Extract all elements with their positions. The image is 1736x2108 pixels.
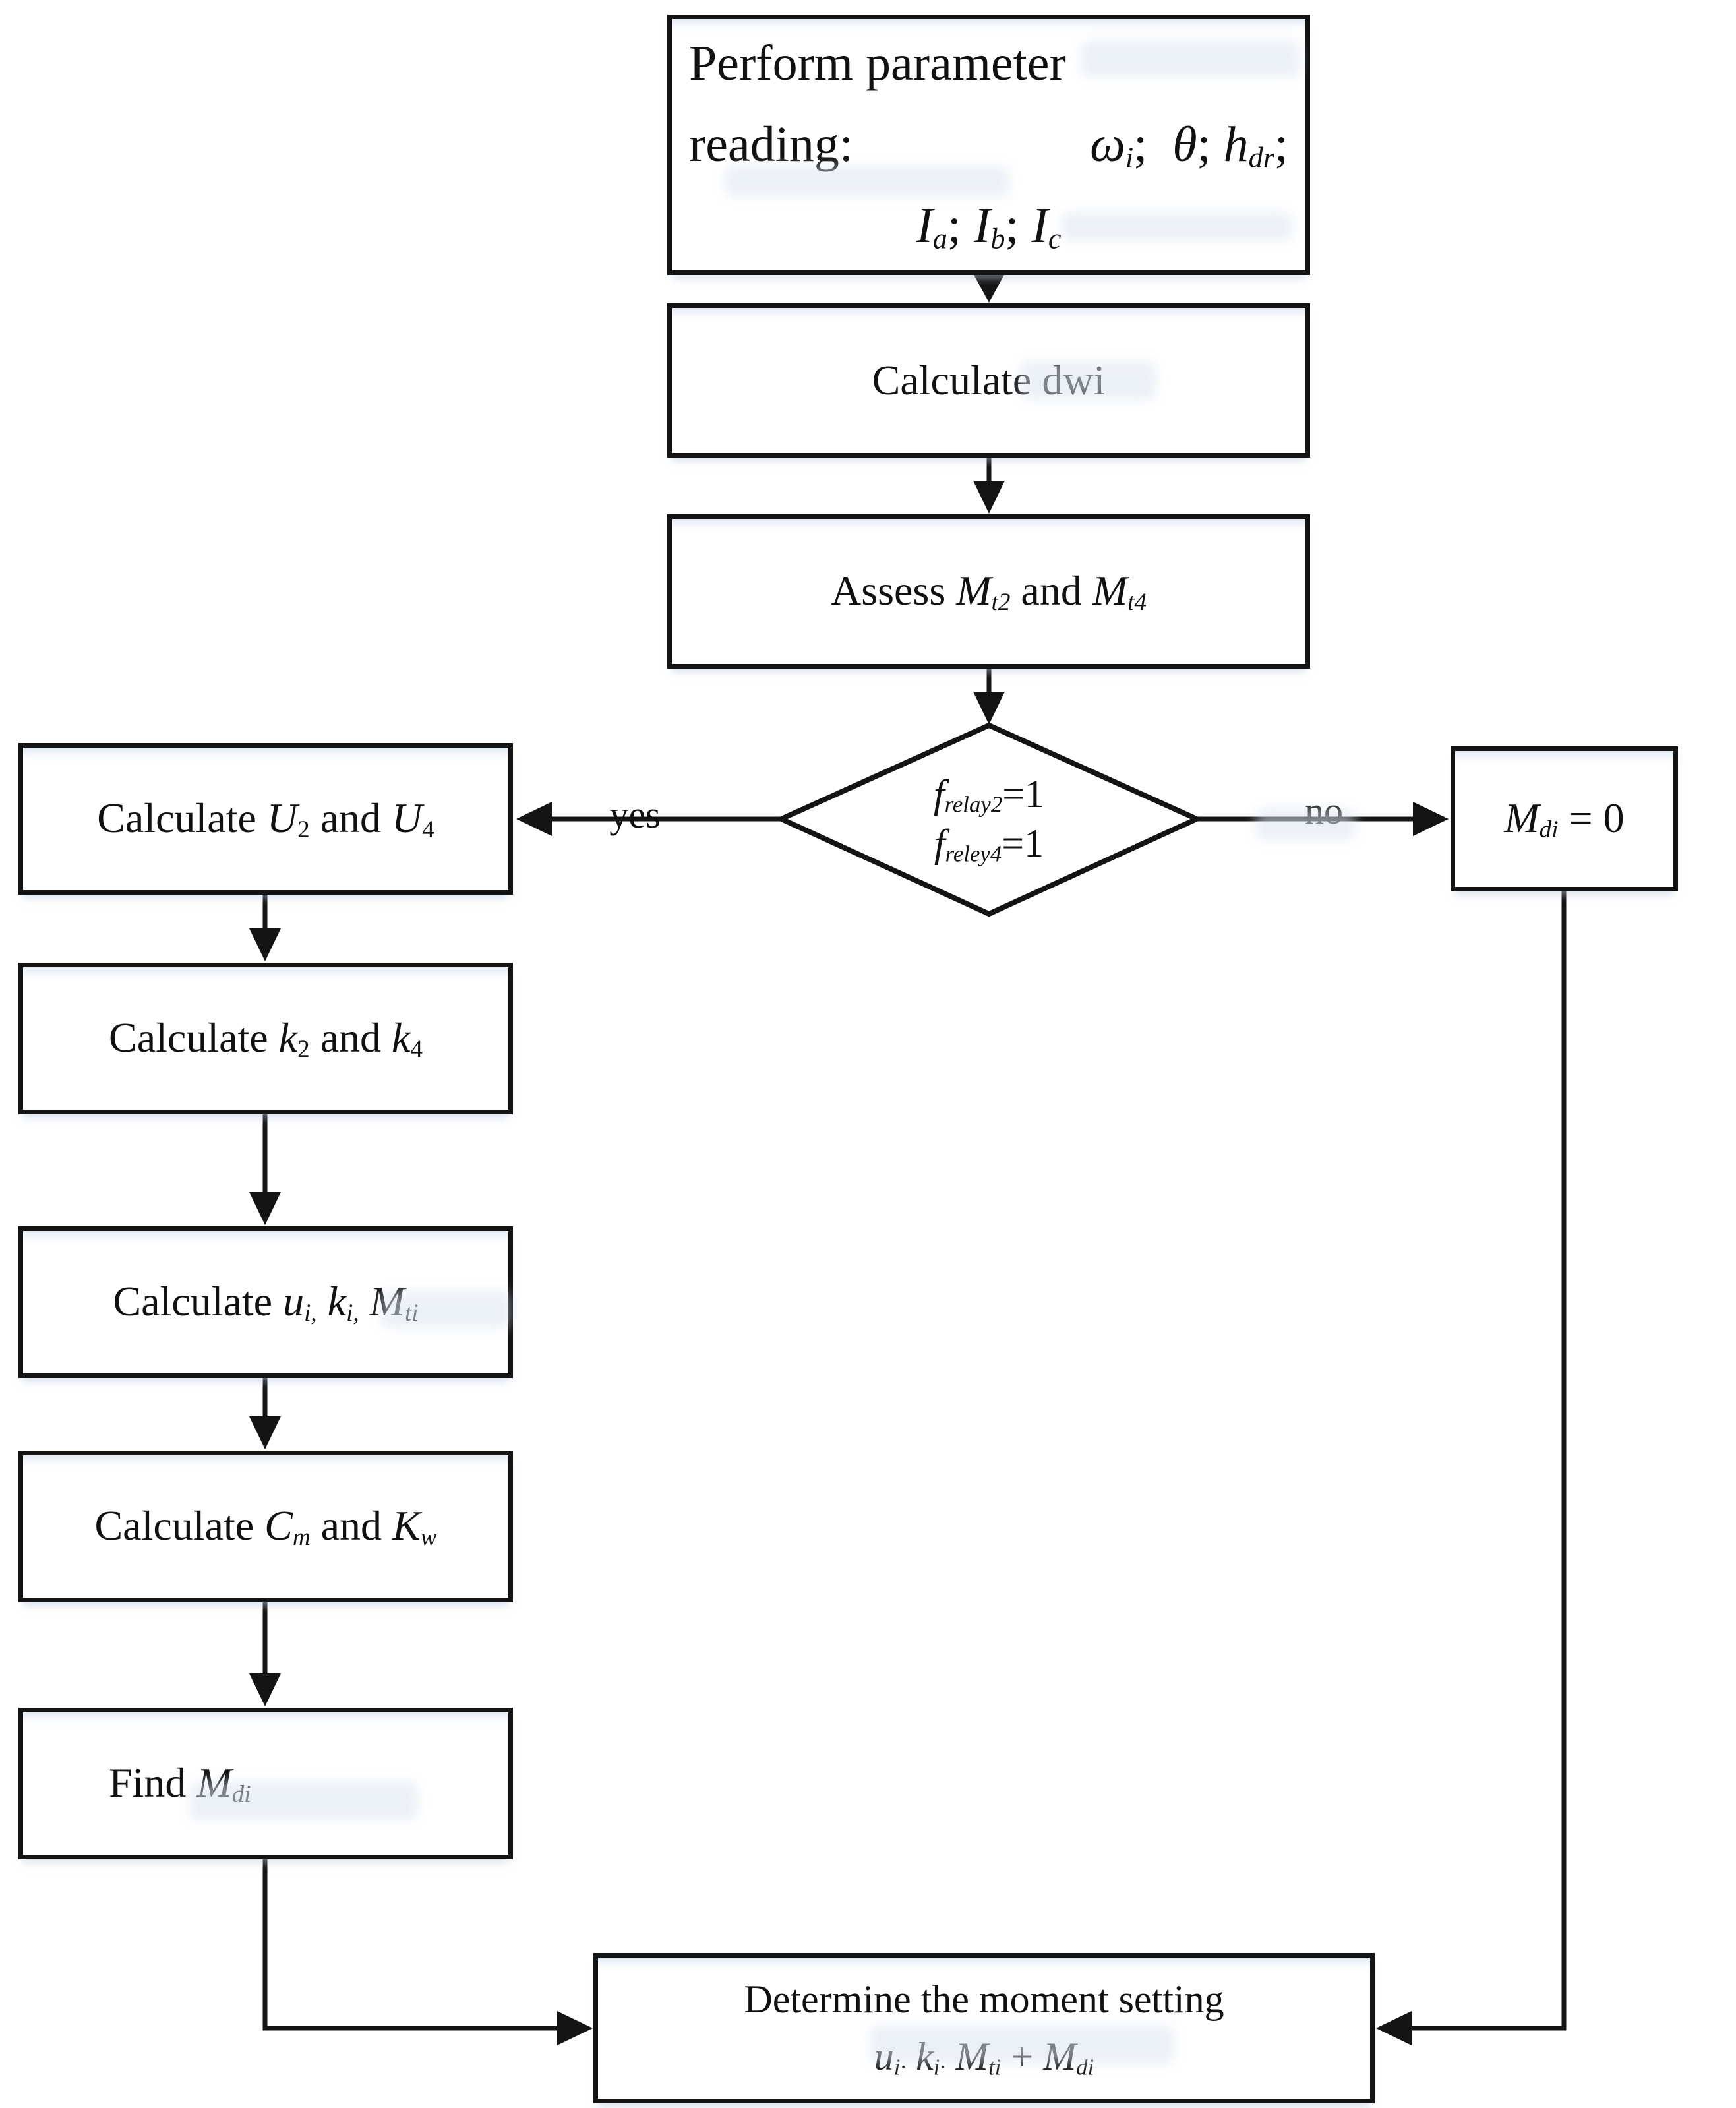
uki-label: Calculate ui, ki, Mti — [113, 1278, 419, 1327]
arrow-mdi0-to-bottom-head — [1376, 2011, 1412, 2045]
arrow-cmkw-to-findm-head — [249, 1673, 281, 1706]
arrow-findm-to-bottom-head — [557, 2011, 593, 2045]
read-line-2-symbols: ωi; θ; hdr; — [1090, 117, 1288, 174]
bottom-line-2: ui· ki· Mti + Mdi — [874, 2035, 1094, 2080]
decision-condition: frelay2=1 freley4=1 — [798, 749, 1180, 889]
node-calculate-u2-u4: Calculate U2 and U4 — [18, 743, 513, 895]
decision-line-2: freley4=1 — [934, 822, 1044, 867]
mdi0-label: Mdi = 0 — [1504, 795, 1625, 844]
u24-label: Calculate U2 and U4 — [97, 795, 434, 844]
branch-label-yes: yes — [609, 793, 661, 836]
arrow-no-head — [1413, 802, 1449, 836]
node-mdi-equals-zero: Mdi = 0 — [1451, 746, 1678, 891]
findm-label: Find Mdi — [109, 1759, 251, 1809]
decision-line-1: frelay2=1 — [933, 771, 1045, 818]
arrow-findm-to-bottom-line — [262, 1859, 557, 2031]
node-determine-moment-setting: Determine the moment setting ui· ki· Mti… — [593, 1953, 1375, 2103]
node-find-mdi: Find Mdi — [18, 1708, 513, 1859]
node-perform-parameter-reading: Perform parameter reading: ωi; θ; hdr; I… — [667, 15, 1310, 275]
arrow-u24-to-k24-head — [249, 928, 281, 961]
arrow-read-to-dwi-head — [973, 274, 1005, 303]
branch-label-no: no — [1305, 789, 1343, 832]
bottom-line-1: Determine the moment setting — [744, 1977, 1224, 2021]
read-line-2-left: reading: — [689, 117, 854, 172]
node-calculate-ui-ki-mti: Calculate ui, ki, Mti — [18, 1226, 513, 1378]
read-line-1: Perform parameter — [689, 36, 1066, 91]
arrow-uki-to-cmkw-head — [249, 1416, 281, 1449]
read-line-2: reading: ωi; θ; hdr; — [689, 113, 1288, 176]
node-calculate-dwi: Calculate dwi — [667, 303, 1310, 458]
decision-diamond-shape — [775, 722, 1203, 917]
arrow-dwi-to-assess-head — [973, 481, 1005, 514]
arrow-assess-to-decision-head — [973, 692, 1005, 725]
dwi-label: Calculate dwi — [872, 357, 1106, 404]
arrow-mdi0-to-bottom-line — [1412, 891, 1567, 2031]
cmkw-label: Calculate Cm and Kw — [94, 1502, 437, 1551]
arrow-yes-head — [516, 802, 552, 836]
arrow-k24-to-uki-head — [249, 1192, 281, 1225]
node-assess-mt2-mt4: Assess Mt2 and Mt4 — [667, 514, 1310, 669]
node-calculate-k2-k4: Calculate k2 and k4 — [18, 963, 513, 1114]
assess-label: Assess Mt2 and Mt4 — [830, 567, 1147, 617]
read-line-3: Ia; Ib; Ic — [916, 198, 1062, 255]
node-calculate-cm-kw: Calculate Cm and Kw — [18, 1451, 513, 1602]
k24-label: Calculate k2 and k4 — [109, 1014, 423, 1064]
